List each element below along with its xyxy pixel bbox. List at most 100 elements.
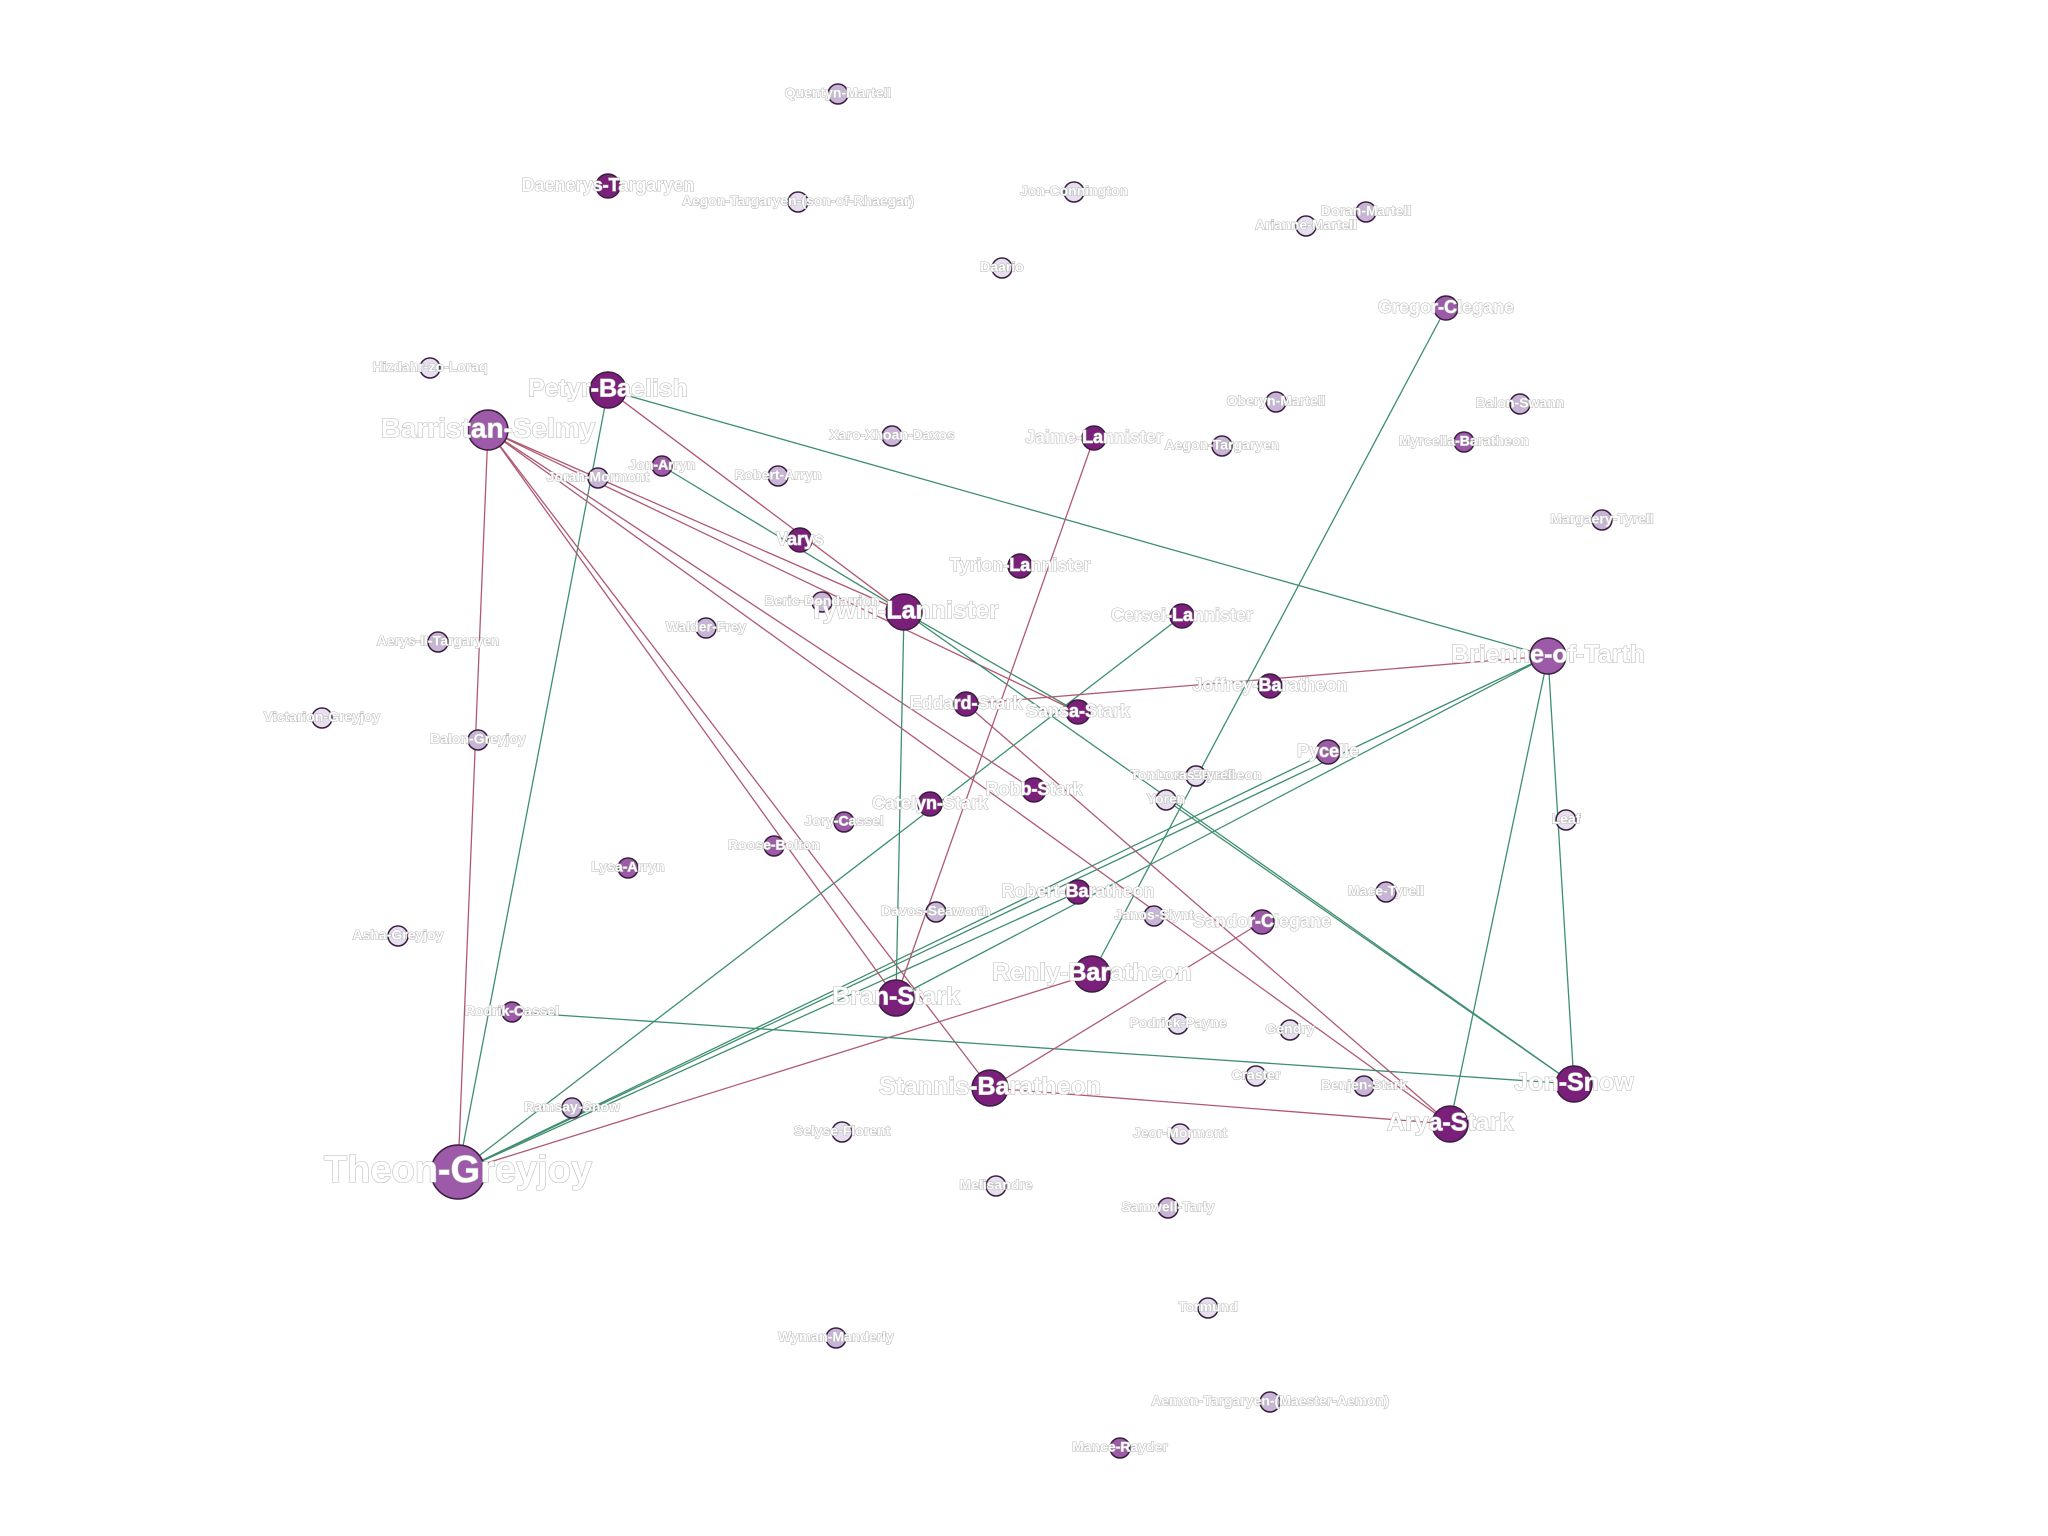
node-selyse-florent[interactable] xyxy=(831,1121,853,1143)
node-margaery-tyrell[interactable] xyxy=(1591,509,1613,531)
node-daenerys-targaryen[interactable] xyxy=(595,173,621,199)
node-robert-baratheon[interactable] xyxy=(1065,879,1091,905)
node-yoren[interactable] xyxy=(1155,789,1177,811)
node-mace-tyrell[interactable] xyxy=(1375,881,1397,903)
node-benjen-stark[interactable] xyxy=(1353,1075,1375,1097)
node-eddard-stark[interactable] xyxy=(953,691,979,717)
node-robert-arryn[interactable] xyxy=(767,465,789,487)
node-tyrion-lannister[interactable] xyxy=(1007,553,1033,579)
node-label-joffrey-baratheon: Joffrey-Baratheon xyxy=(1192,675,1347,695)
node-aerys-ii-targaryen[interactable] xyxy=(427,631,449,653)
node-lysa-arryn[interactable] xyxy=(617,857,639,879)
node-label-rodrik-cassel: Rodrik-Cassel xyxy=(465,1003,559,1019)
node-quentyn-martell[interactable] xyxy=(827,83,849,105)
node-leaf[interactable] xyxy=(1555,809,1577,831)
node-robb-stark[interactable] xyxy=(1021,777,1047,803)
node-melisandre[interactable] xyxy=(985,1175,1007,1197)
node-barristan-selmy[interactable] xyxy=(467,409,509,451)
node-brienne-of-tarth[interactable] xyxy=(1529,637,1567,675)
nodes-layer xyxy=(311,83,1613,1459)
node-samwell-tarly[interactable] xyxy=(1157,1197,1179,1219)
node-balon-swann[interactable] xyxy=(1509,393,1531,415)
node-tywin-lannister[interactable] xyxy=(885,593,923,631)
node-label-jeor-mormont: Jeor-Mormont xyxy=(1133,1125,1227,1141)
node-petyr-baelish[interactable] xyxy=(589,371,627,409)
node-hizdahr-zo-loraq[interactable] xyxy=(419,357,441,379)
node-daario[interactable] xyxy=(991,257,1013,279)
node-roose-bolton[interactable] xyxy=(763,835,785,857)
node-balon-greyjoy[interactable] xyxy=(467,729,489,751)
node-jory-cassel[interactable] xyxy=(833,811,855,833)
node-craster[interactable] xyxy=(1245,1065,1267,1087)
edge-theon-greyjoy-to-robert-baratheon xyxy=(457,891,1079,1173)
node-gendry[interactable] xyxy=(1279,1019,1301,1041)
node-arianne-martell[interactable] xyxy=(1295,215,1317,237)
node-stannis-baratheon[interactable] xyxy=(971,1069,1009,1107)
node-jaime-lannister[interactable] xyxy=(1081,425,1107,451)
node-walder-frey[interactable] xyxy=(695,617,717,639)
node-label-jon-arryn: Jon-Arryn xyxy=(629,457,696,473)
edge-tywin-lannister-to-jon-arryn xyxy=(661,465,905,613)
node-label-leaf: Leaf xyxy=(1552,811,1581,827)
node-label-eddard-stark: Eddard-Stark xyxy=(909,693,1023,713)
node-oberyn-martell[interactable] xyxy=(1265,391,1287,413)
node-varys[interactable] xyxy=(787,527,813,553)
node-pycelle[interactable] xyxy=(1315,739,1341,765)
node-mance-rayder[interactable] xyxy=(1109,1437,1131,1459)
node-asha-greyjoy[interactable] xyxy=(387,925,409,947)
node-jon-snow[interactable] xyxy=(1555,1065,1593,1103)
node-rodrik-cassel[interactable] xyxy=(501,1001,523,1023)
node-label-arianne-martell: Arianne-Martell xyxy=(1255,217,1357,233)
node-label-bran-stark: Bran-Stark xyxy=(832,983,960,1011)
node-jon-connington[interactable] xyxy=(1063,181,1085,203)
node-barristan-selmy-friend-xaro[interactable] xyxy=(881,425,903,447)
node-beric-dondarrion[interactable] xyxy=(811,591,833,613)
node-label-margaery-tyrell: Margaery-Tyrell xyxy=(1550,511,1653,527)
node-sansa-stark[interactable] xyxy=(1065,699,1091,725)
node-label-mance-rayder: Mance-Rayder xyxy=(1072,1439,1168,1455)
node-podrick-payne[interactable] xyxy=(1167,1013,1189,1035)
node-jorah-mormont[interactable] xyxy=(587,467,609,489)
node-label-aegon-targaryen: Aegon-Targaryen xyxy=(1165,437,1280,453)
node-joffrey-baratheon[interactable] xyxy=(1257,673,1283,699)
node-janos-slynt[interactable] xyxy=(1143,905,1165,927)
node-label-tyrion-lannister: Tyrion-Lannister xyxy=(950,555,1091,575)
node-arya-stark[interactable] xyxy=(1431,1105,1469,1143)
node-renly-baratheon[interactable] xyxy=(1073,955,1111,993)
edge-barristan-selmy-to-stannis-baratheon xyxy=(487,429,991,1089)
node-gregor-clegane[interactable] xyxy=(1433,295,1459,321)
node-doran-martell[interactable] xyxy=(1355,201,1377,223)
node-aegon-targaryen-son-of-rhaegar[interactable] xyxy=(787,191,809,213)
node-bran-stark[interactable] xyxy=(877,979,915,1017)
node-label-ramsay-snow: Ramsay-Snow xyxy=(524,1099,620,1115)
node-aegon-targaryen[interactable] xyxy=(1211,435,1233,457)
node-label-podrick-payne: Podrick-Payne xyxy=(1129,1015,1226,1031)
node-label-hizdahr-zo-loraq: Hizdahr-zo-Loraq xyxy=(372,359,487,375)
node-label-arya-stark: Arya-Stark xyxy=(1387,1109,1514,1137)
node-davos-seaworth[interactable] xyxy=(925,901,947,923)
node-jeor-mormont[interactable] xyxy=(1169,1123,1191,1145)
edge-petyr-baelish-to-brienne-of-tarth xyxy=(607,389,1549,657)
node-catelyn-stark[interactable] xyxy=(917,791,943,817)
node-tormund[interactable] xyxy=(1197,1297,1219,1319)
node-victarion-greyjoy[interactable] xyxy=(311,707,333,729)
node-theon-greyjoy[interactable] xyxy=(430,1144,486,1200)
node-label-victarion-greyjoy: Victarion-Greyjoy xyxy=(264,709,381,725)
node-label-tormund: Tormund xyxy=(1178,1299,1238,1315)
node-wyman-manderly[interactable] xyxy=(825,1327,847,1349)
node-aemon-targaryen-maester-aemon[interactable] xyxy=(1259,1391,1281,1413)
node-cersei-lannister[interactable] xyxy=(1169,603,1195,629)
node-label-samwell-tarly: Samwell-Tarly xyxy=(1121,1199,1214,1215)
node-myrcella-baratheon[interactable] xyxy=(1453,431,1475,453)
node-ramsay-snow[interactable] xyxy=(561,1097,583,1119)
node-label-gendry: Gendry xyxy=(1265,1021,1314,1037)
node-loras-tyrell[interactable] xyxy=(1185,765,1207,787)
node-jon-arryn[interactable] xyxy=(651,455,673,477)
node-label-jon-snow: Jon-Snow xyxy=(1514,1069,1634,1097)
node-label-wyman-manderly: Wyman-Manderly xyxy=(778,1329,894,1345)
node-label-robert-baratheon: Robert-Baratheon xyxy=(1001,881,1154,901)
node-label-tommen-baratheon: Tommen-Baratheon xyxy=(1130,767,1261,783)
node-sandor-clegane[interactable] xyxy=(1249,909,1275,935)
edge-jon-snow-to-yoren xyxy=(1165,799,1575,1085)
